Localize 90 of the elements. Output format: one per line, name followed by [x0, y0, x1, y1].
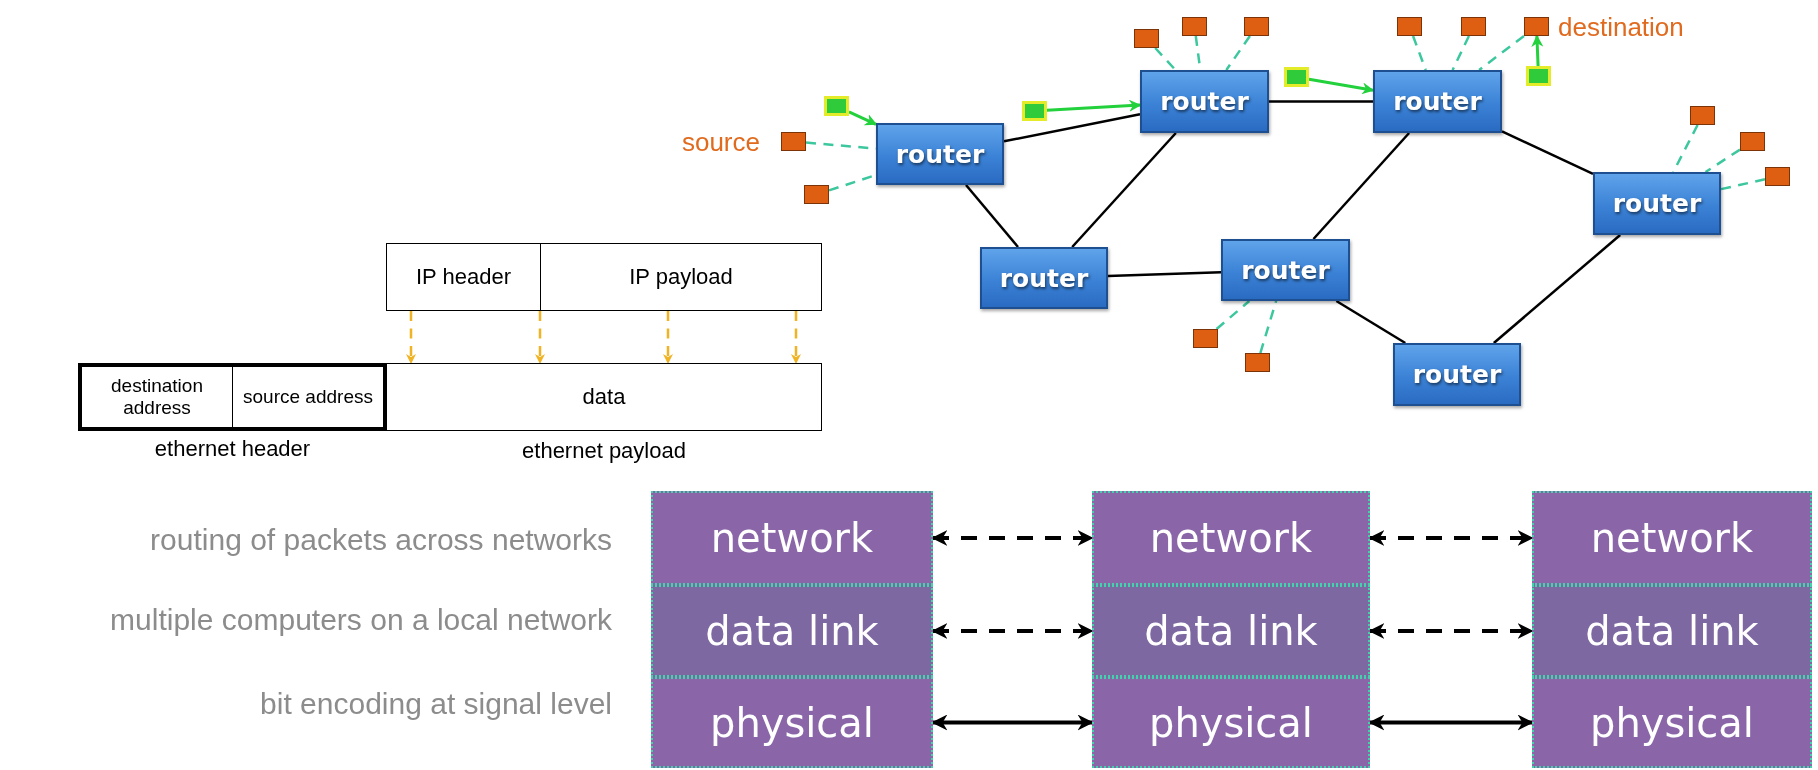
- host-square: [1182, 17, 1207, 36]
- network-link: [1071, 132, 1177, 248]
- layer-label: data link: [1585, 608, 1759, 654]
- host-link: [1411, 35, 1427, 71]
- field-text: data: [581, 384, 627, 410]
- router-box: [980, 247, 1108, 309]
- field-text: source address: [242, 386, 374, 408]
- host-square: [1134, 29, 1159, 48]
- layer-description: bit encoding at signal level: [260, 687, 612, 721]
- host-square: [1193, 329, 1218, 348]
- mapping-arrow: [791, 311, 801, 364]
- packet-field: [81, 366, 233, 428]
- layer-label: network: [710, 515, 874, 561]
- packet-field: [386, 243, 541, 311]
- router-label: router: [1160, 87, 1249, 116]
- host-link: [1451, 35, 1471, 71]
- host-label: destination: [1558, 11, 1684, 42]
- network-link: [1501, 130, 1594, 175]
- host-link: [1154, 47, 1177, 71]
- host-square: [1765, 167, 1790, 186]
- layer-box: [1092, 491, 1370, 585]
- host-square: [1461, 17, 1486, 36]
- layer-box: [1532, 491, 1812, 585]
- packet-square: [1284, 67, 1309, 87]
- layer-label: data link: [1144, 608, 1318, 654]
- router-label: router: [999, 263, 1089, 293]
- router-label: router: [1612, 189, 1702, 218]
- mapping-arrow: [663, 311, 673, 364]
- network-link: [1493, 234, 1621, 344]
- field-text: IP payload: [628, 264, 734, 290]
- field-caption: ethernet payload: [521, 438, 687, 464]
- network-link: [1003, 113, 1141, 143]
- packet-square: [1022, 101, 1047, 121]
- router-box: [1221, 239, 1350, 301]
- network-link: [965, 184, 1019, 248]
- packet-arrow: [1046, 99, 1142, 112]
- field-text: IP header: [415, 264, 512, 290]
- host-square: [1397, 17, 1422, 36]
- layer-label: network: [1590, 515, 1754, 561]
- host-square: [804, 185, 829, 204]
- field-text: destination address: [110, 375, 204, 419]
- network-link: [1312, 132, 1410, 240]
- layer-description: multiple computers on a local network: [110, 603, 612, 637]
- host-link: [1259, 300, 1278, 354]
- host-link: [1720, 178, 1766, 191]
- router-box: [876, 123, 1004, 185]
- packet-field: [540, 243, 822, 311]
- host-square: [1740, 132, 1765, 151]
- layer-label: data link: [705, 608, 879, 654]
- router-label: router: [895, 139, 985, 169]
- field-caption: ethernet header: [153, 436, 312, 462]
- router-box: [1373, 70, 1502, 133]
- host-square: [1244, 17, 1269, 36]
- packet-square: [824, 96, 849, 116]
- host-square: [1690, 106, 1715, 125]
- router-label: router: [1393, 87, 1482, 116]
- router-label: router: [1241, 255, 1330, 285]
- layer-box: [1532, 677, 1812, 768]
- packet-arrow: [1308, 77, 1375, 95]
- layer-label: physical: [1149, 699, 1313, 746]
- network-link: [1335, 299, 1406, 345]
- layer-description: routing of packets across networks: [150, 523, 612, 557]
- layer-box: [1092, 585, 1370, 677]
- router-label: router: [1412, 360, 1502, 389]
- host-link: [1704, 148, 1741, 174]
- packet-field: [232, 366, 384, 428]
- layer-box: [651, 491, 933, 585]
- host-link: [1478, 34, 1525, 71]
- router-box: [1593, 172, 1721, 235]
- layer-box: [1532, 585, 1812, 677]
- layer-box: [651, 677, 933, 768]
- network-link: [1269, 100, 1373, 103]
- mapping-arrow: [406, 311, 416, 364]
- packet-arrow: [1531, 34, 1544, 67]
- router-box: [1140, 70, 1269, 133]
- router-box: [1393, 343, 1521, 406]
- network-link: [1107, 270, 1222, 278]
- host-square: [1245, 353, 1270, 372]
- layer-label: physical: [710, 699, 874, 746]
- packet-square: [1526, 66, 1551, 86]
- layer-box: [1092, 677, 1370, 768]
- layer-box: [651, 585, 933, 677]
- layer-label: physical: [1590, 699, 1754, 746]
- host-link: [1672, 124, 1699, 173]
- packet-arrow: [848, 110, 878, 126]
- host-link: [1225, 35, 1251, 71]
- host-link: [1215, 300, 1251, 330]
- mapping-arrow: [535, 311, 545, 364]
- host-label: source: [681, 126, 760, 157]
- layer-label: network: [1149, 515, 1313, 561]
